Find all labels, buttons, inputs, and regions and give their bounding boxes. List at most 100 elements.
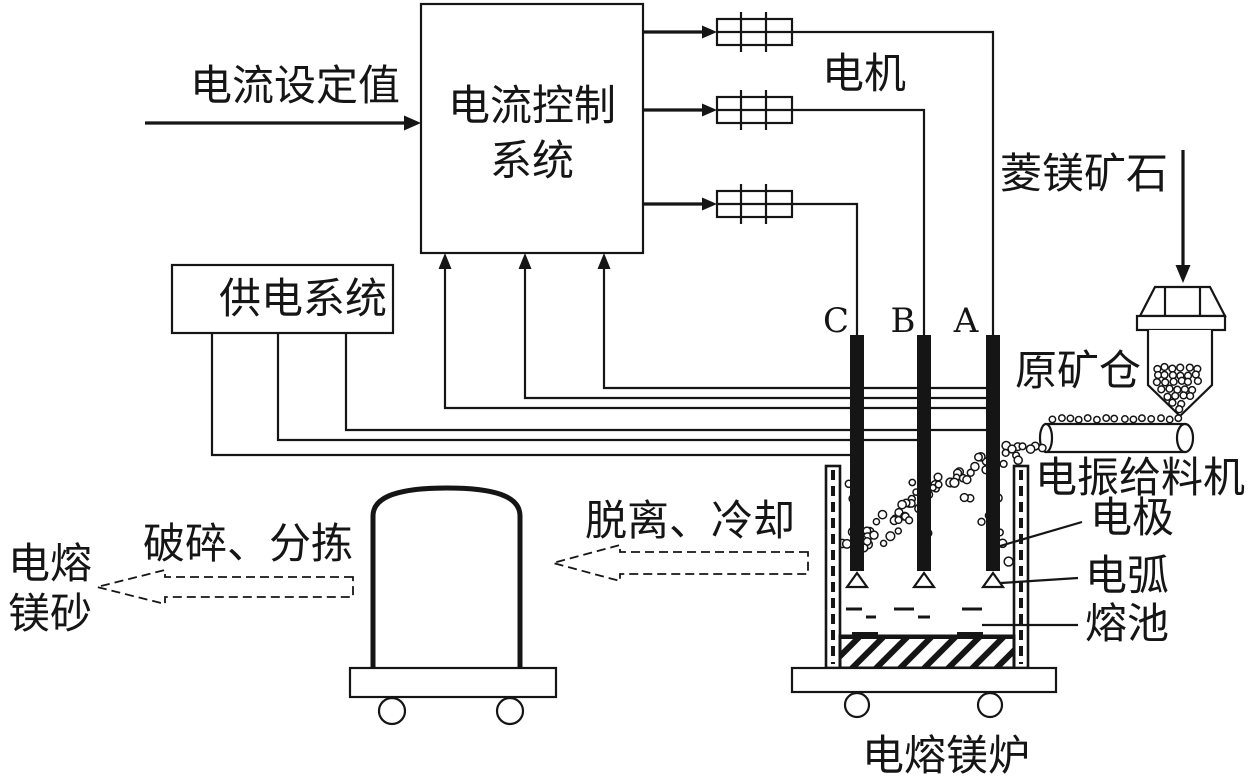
- furnace-left-wall: [824, 464, 842, 670]
- cooling-cart-wheel-right: [495, 696, 525, 726]
- feeder-right-end: [1175, 422, 1195, 454]
- falling-ore-particle: [1025, 444, 1036, 454]
- feedback-arrow-head-3: [438, 253, 452, 269]
- falling-ore-particle: [872, 517, 881, 526]
- melt-pool-callout-label: 熔池: [1085, 599, 1169, 648]
- cooling-shell: [370, 485, 523, 668]
- motor-b-arrow-head: [702, 103, 717, 117]
- power-supply-label: 供电系统: [219, 274, 387, 323]
- electrode-b-label: B: [891, 301, 916, 341]
- furnace-charge-particle: [894, 527, 903, 535]
- falling-ore-particle: [966, 468, 975, 477]
- feedback-arrow-head-2: [518, 253, 532, 269]
- falling-ore-particle: [933, 472, 943, 482]
- hopper-ore-particle: [1160, 362, 1169, 372]
- setpoint-arrow-head: [404, 115, 421, 131]
- power-line-c: [210, 333, 850, 457]
- feedback-line-3: [443, 268, 986, 410]
- falling-ore-particle: [1013, 455, 1023, 465]
- furnace-platform: [790, 666, 1058, 694]
- motor-a-cable: [792, 30, 995, 335]
- arc-callout-line: [1000, 576, 1079, 585]
- current-setpoint-label: 电流设定值: [190, 61, 400, 110]
- current-control-system-box: [419, 2, 645, 255]
- furnace-charge-particle: [904, 516, 914, 525]
- electrode-a: [986, 335, 1000, 571]
- falling-ore-particle: [1007, 444, 1017, 454]
- feeder-ore-particle: [1174, 414, 1183, 423]
- furnace-wheel-left: [843, 691, 871, 719]
- electrode-callout-line: [999, 520, 1083, 548]
- furnace-charge-particle: [977, 517, 986, 527]
- falling-ore-particle: [894, 515, 903, 525]
- furnace-charge-particle: [869, 530, 879, 540]
- falling-ore-particle: [962, 474, 972, 485]
- furnace-charge-particle: [934, 480, 943, 489]
- power-supply-box: [170, 263, 395, 335]
- hopper-ore-particle: [1176, 363, 1185, 372]
- hopper-ore-particle: [1171, 391, 1180, 401]
- hopper-ore-particle: [1161, 378, 1170, 387]
- feeder-ore-particle: [1066, 414, 1075, 423]
- arc-b: [911, 571, 937, 589]
- motor-a: [715, 12, 794, 52]
- feeder-ore-particle: [1083, 414, 1092, 423]
- hopper-ore-particle: [1169, 377, 1178, 386]
- feeder-ore-particle: [1147, 414, 1156, 423]
- magnesite-ore-label: 菱镁矿石: [1000, 149, 1168, 198]
- electrode-b: [917, 335, 931, 571]
- arc-callout-label: 电弧: [1085, 551, 1169, 600]
- electrode-callout-label: 电极: [1090, 493, 1174, 542]
- furnace-charge-particle: [959, 492, 969, 503]
- hopper-ore-particle: [1175, 405, 1184, 414]
- cooling-cart-platform: [348, 666, 558, 699]
- falling-ore-particle: [877, 509, 888, 520]
- raw-ore-hopper-label: 原矿仓: [1015, 346, 1141, 395]
- feedback-arrow-head-1: [597, 253, 611, 269]
- motor-c-arrow-head: [702, 197, 717, 211]
- hopper-ore-particle: [1168, 398, 1177, 407]
- furnace-charge-particle: [908, 478, 917, 487]
- feeder-ore-particle: [1110, 414, 1119, 423]
- motor-c-cable: [792, 202, 859, 335]
- furnace-charge-particle: [841, 538, 852, 549]
- falling-ore-particle: [1018, 442, 1027, 451]
- hopper-ore-particle: [1163, 392, 1172, 401]
- feeder-ore-particle: [1048, 415, 1057, 424]
- feeder-ore-particle: [1074, 415, 1083, 424]
- feedback-line-2: [523, 268, 986, 400]
- furnace-charge-particle: [885, 531, 896, 542]
- arc-c: [844, 571, 870, 589]
- hopper-ore-particle: [1185, 391, 1195, 401]
- falling-ore-particle: [1001, 448, 1010, 458]
- motor-b-cable: [792, 108, 926, 335]
- feeder-ore-particle: [1120, 415, 1129, 423]
- arc-a: [980, 571, 1006, 589]
- power-line-a: [344, 333, 986, 432]
- hopper-ore-particle: [1152, 377, 1162, 387]
- furnace-hearth: [838, 634, 1016, 670]
- feeder-ore-particle: [1157, 414, 1165, 423]
- control-system-label-line1: 电流控制: [448, 81, 616, 130]
- furnace-wheel-right: [976, 691, 1004, 719]
- feeder-ore-particle: [1092, 415, 1101, 424]
- feeder-ore-particle: [1129, 415, 1138, 424]
- cooling-shell-cart: [348, 485, 558, 726]
- motor-c: [715, 184, 794, 224]
- hopper-ore-particle: [1168, 371, 1178, 380]
- hopper-ore-particle: [1179, 391, 1188, 400]
- feeder-ore-particle: [1102, 414, 1111, 423]
- hopper-ore-particle: [1157, 385, 1166, 394]
- cooling-cart-wheel-left: [377, 696, 407, 726]
- hopper-rim: [1135, 314, 1227, 332]
- product-label-line1: 电熔: [8, 539, 92, 588]
- hopper-ore-particle: [1193, 376, 1203, 386]
- hopper-ore-particle: [1168, 364, 1177, 373]
- ore-feed-arrow-head: [1175, 265, 1191, 283]
- feeder-ore-particle: [1057, 414, 1066, 423]
- power-line-b: [276, 333, 917, 442]
- hopper-ore-particle: [1165, 384, 1174, 393]
- furnace-label: 电熔镁炉: [862, 731, 1030, 780]
- vibrating-feeder: [1038, 422, 1195, 454]
